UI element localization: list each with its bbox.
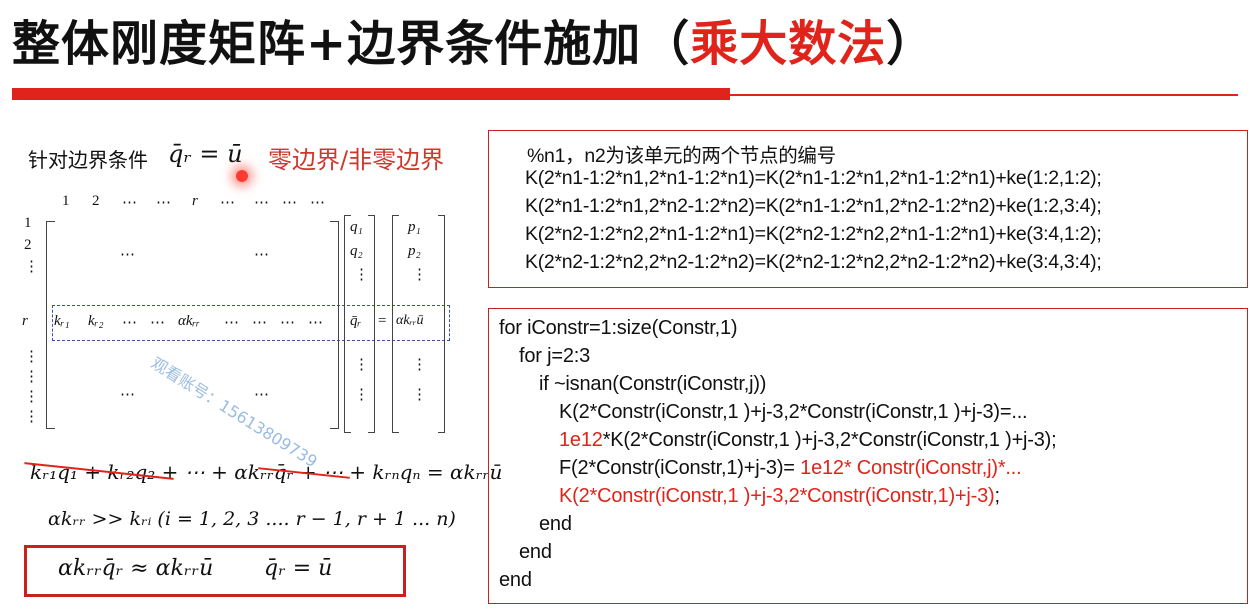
code-line: end — [499, 569, 532, 591]
vector-q-entry: ⋮ — [354, 357, 369, 373]
code-line: F(2*Constr(iConstr,1)+j-3)= 1e12* Constr… — [559, 457, 1022, 480]
title-close: ） — [886, 16, 936, 72]
code-red-text: 1e12* Constr(iConstr,j)*... — [800, 457, 1022, 479]
vector-q-entry: ⋮ — [354, 267, 369, 283]
assembly-code-box: %n1，n2为该单元的两个节点的编号 K(2*n1-1:2*n1,2*n1-1:… — [488, 130, 1248, 288]
code-text: *K(2*Constr(iConstr,1 )+j-3,2*Constr(iCo… — [602, 429, 1057, 451]
matrix-entry: kᵣ₁ — [54, 313, 70, 329]
boundary-types-label: 零边界/非零边界 — [268, 146, 445, 174]
code-line: 1e12*K(2*Constr(iConstr,1 )+j-3,2*Constr… — [559, 429, 1057, 452]
result-approximation: αkᵣᵣq̄ᵣ ≈ αkᵣᵣū — [58, 556, 214, 581]
title-underline-thick — [12, 88, 730, 100]
col-index: ⋯ — [310, 195, 325, 211]
row-index: ⋮ — [24, 369, 39, 385]
result-box — [24, 545, 406, 597]
dominance-condition: αkᵣᵣ >> kᵣᵢ (i = 1, 2, 3 .... r − 1, r +… — [48, 508, 456, 530]
highlighted-row-r — [52, 305, 450, 341]
vector-p-entry: p₁ — [408, 219, 421, 235]
row-index: ⋮ — [24, 389, 39, 405]
vector-p-entry: αkᵣᵣū — [396, 313, 424, 328]
row-index: ⋮ — [24, 349, 39, 365]
row-index: ⋮ — [24, 259, 39, 275]
code-line: K(2*n1-1:2*n1,2*n2-1:2*n2)=K(2*n1-1:2*n1… — [525, 195, 1102, 217]
stiffness-matrix-equation: 1 2 ⋯ ⋯ r ⋯ ⋯ ⋯ ⋯ 1 2 ⋮ r ⋮ ⋮ ⋮ ⋮ ⋯ ⋯ ⋯ … — [10, 185, 450, 445]
vector-p-entry: p₂ — [408, 243, 421, 259]
matrix-entry: ⋯ — [122, 315, 137, 331]
vector-q-entry: q̄ᵣ — [350, 313, 362, 329]
matrix-entry: ⋯ — [252, 315, 267, 331]
code-red-text: 1e12 — [559, 429, 603, 451]
boundary-condition-label: 针对边界条件 — [28, 148, 148, 172]
code-line: K(2*n1-1:2*n1,2*n1-1:2*n1)=K(2*n1-1:2*n1… — [525, 167, 1102, 189]
vector-q-entry: q₂ — [350, 243, 363, 259]
code-line: end — [539, 513, 572, 535]
matrix-entry: ⋯ — [150, 315, 165, 331]
matrix-entry: kᵣ₂ — [88, 313, 104, 329]
code-line: for iConstr=1:size(Constr,1) — [499, 317, 738, 339]
vector-q-right-bracket — [368, 215, 375, 433]
code-text: ; — [994, 485, 1001, 507]
matrix-ellipsis: ⋯ — [120, 247, 135, 263]
matrix-entry: ⋯ — [280, 315, 295, 331]
code-line: if ~isnan(Constr(iConstr,j)) — [539, 373, 767, 395]
col-index: ⋯ — [220, 195, 235, 211]
boundary-condition-formula: q̄ᵣ = ū — [168, 140, 243, 168]
col-index: ⋯ — [282, 195, 297, 211]
code-line: K(2*Constr(iConstr,1 )+j-3,2*Constr(iCon… — [559, 485, 1000, 508]
row-index: r — [22, 313, 28, 329]
matrix-ellipsis: ⋯ — [254, 387, 269, 403]
vector-q-left-bracket — [344, 215, 351, 433]
matrix-entry: ⋯ — [308, 315, 323, 331]
col-index: ⋯ — [254, 195, 269, 211]
title-highlight: 乘大数法 — [690, 16, 887, 72]
code-line: K(2*Constr(iConstr,1 )+j-3,2*Constr(iCon… — [559, 401, 1028, 423]
row-index: 2 — [24, 237, 32, 253]
laser-pointer-dot — [236, 170, 248, 182]
vector-p-right-bracket — [438, 215, 445, 433]
vector-p-left-bracket — [392, 215, 399, 433]
row-index: ⋮ — [24, 409, 39, 425]
vector-q-entry: ⋮ — [354, 387, 369, 403]
vector-q-entry: q₁ — [350, 219, 363, 235]
matrix-ellipsis: ⋯ — [120, 387, 135, 403]
matrix-left-bracket — [46, 221, 55, 429]
col-index: r — [192, 193, 198, 209]
code-text: F(2*Constr(iConstr,1)+j-3)= — [559, 457, 801, 479]
col-index: 2 — [92, 193, 100, 209]
code-red-text: K(2*Constr(iConstr,1 )+j-3,2*Constr(iCon… — [559, 485, 995, 507]
code-line: end — [519, 541, 552, 563]
row-index: 1 — [24, 215, 32, 231]
matrix-ellipsis: ⋯ — [254, 247, 269, 263]
col-index: ⋯ — [122, 195, 137, 211]
title-underline-thin — [730, 94, 1238, 96]
col-index: ⋯ — [156, 195, 171, 211]
matrix-entry: ⋯ — [224, 315, 239, 331]
boundary-code-box: for iConstr=1:size(Constr,1) for j=2:3 i… — [488, 308, 1248, 604]
matrix-entry: αkᵣᵣ — [178, 313, 200, 329]
vector-p-entry: ⋮ — [412, 387, 427, 403]
equals-sign: = — [378, 313, 387, 329]
code-line: K(2*n2-1:2*n2,2*n1-1:2*n1)=K(2*n2-1:2*n2… — [525, 223, 1102, 245]
result-equality: q̄ᵣ = ū — [264, 556, 333, 581]
slide-title: 整体刚度矩阵+边界条件施加（乘大数法） — [12, 4, 1242, 84]
vector-p-entry: ⋮ — [412, 357, 427, 373]
col-index: 1 — [62, 193, 70, 209]
matrix-right-bracket — [330, 221, 339, 429]
code-line: K(2*n2-1:2*n2,2*n2-1:2*n2)=K(2*n2-1:2*n2… — [525, 251, 1102, 273]
code-line: for j=2:3 — [519, 345, 591, 367]
vector-p-entry: ⋮ — [412, 267, 427, 283]
title-main: 整体刚度矩阵+边界条件施加（ — [12, 16, 691, 72]
code-comment: %n1，n2为该单元的两个节点的编号 — [527, 145, 836, 167]
